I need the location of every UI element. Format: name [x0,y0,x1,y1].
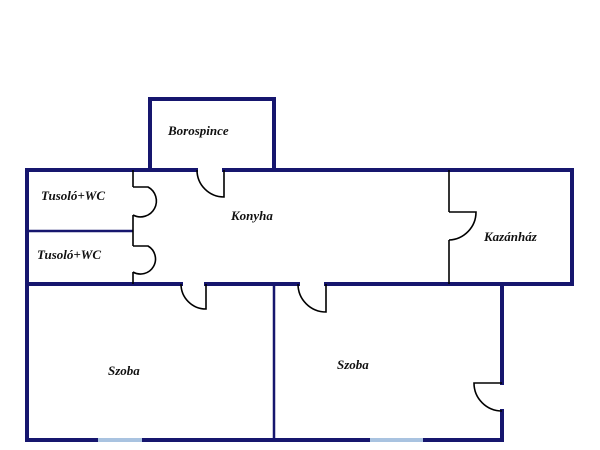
room-label-konyha: Konyha [230,208,273,223]
door-tusolo-1 [132,186,158,218]
doors [132,169,503,412]
room-label-borospince: Borospince [167,123,229,138]
door-szoba-left [180,283,207,310]
room-label-tusolo-2: Tusoló+WC [37,247,101,262]
door-borospince [196,169,225,198]
door-tusolo-2 [132,245,157,275]
room-label-kazanhaz: Kazánház [483,229,538,244]
door-kazanhaz [448,211,477,241]
door-szoba-right [297,283,327,313]
room-label-tusolo-1: Tusoló+WC [41,188,105,203]
room-label-szoba-right: Szoba [337,357,369,372]
door-exterior [473,382,503,412]
outer-walls [25,97,574,442]
interior-walls [27,170,450,440]
room-label-szoba-left: Szoba [108,363,140,378]
